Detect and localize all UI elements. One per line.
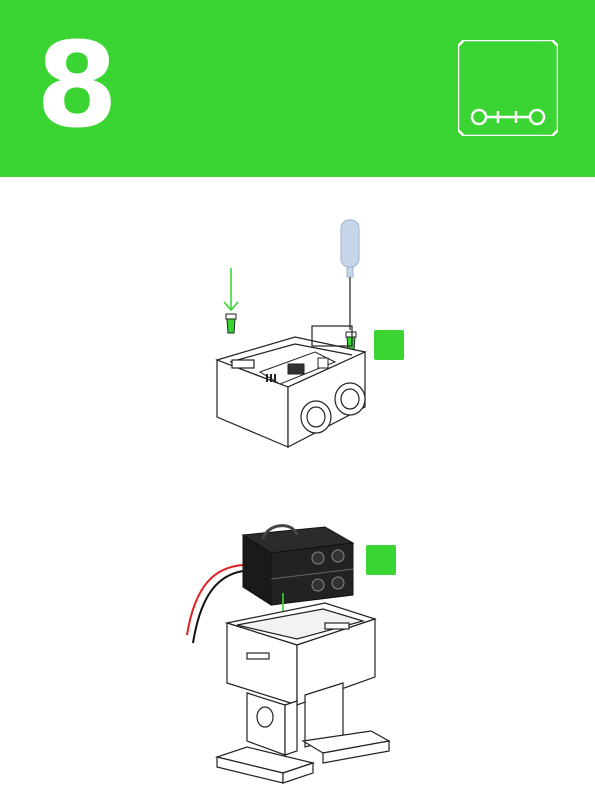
step-number: 8 xyxy=(36,26,116,144)
body-box xyxy=(227,603,375,705)
otto-logo-icon xyxy=(458,40,558,136)
screw-icon xyxy=(346,332,356,350)
down-arrow-icon xyxy=(224,268,238,310)
screw-icon xyxy=(226,314,236,333)
screwdriver-icon xyxy=(341,220,359,330)
battery-holder-icon xyxy=(243,526,353,605)
step-marker xyxy=(374,330,404,360)
step-marker xyxy=(366,545,396,575)
